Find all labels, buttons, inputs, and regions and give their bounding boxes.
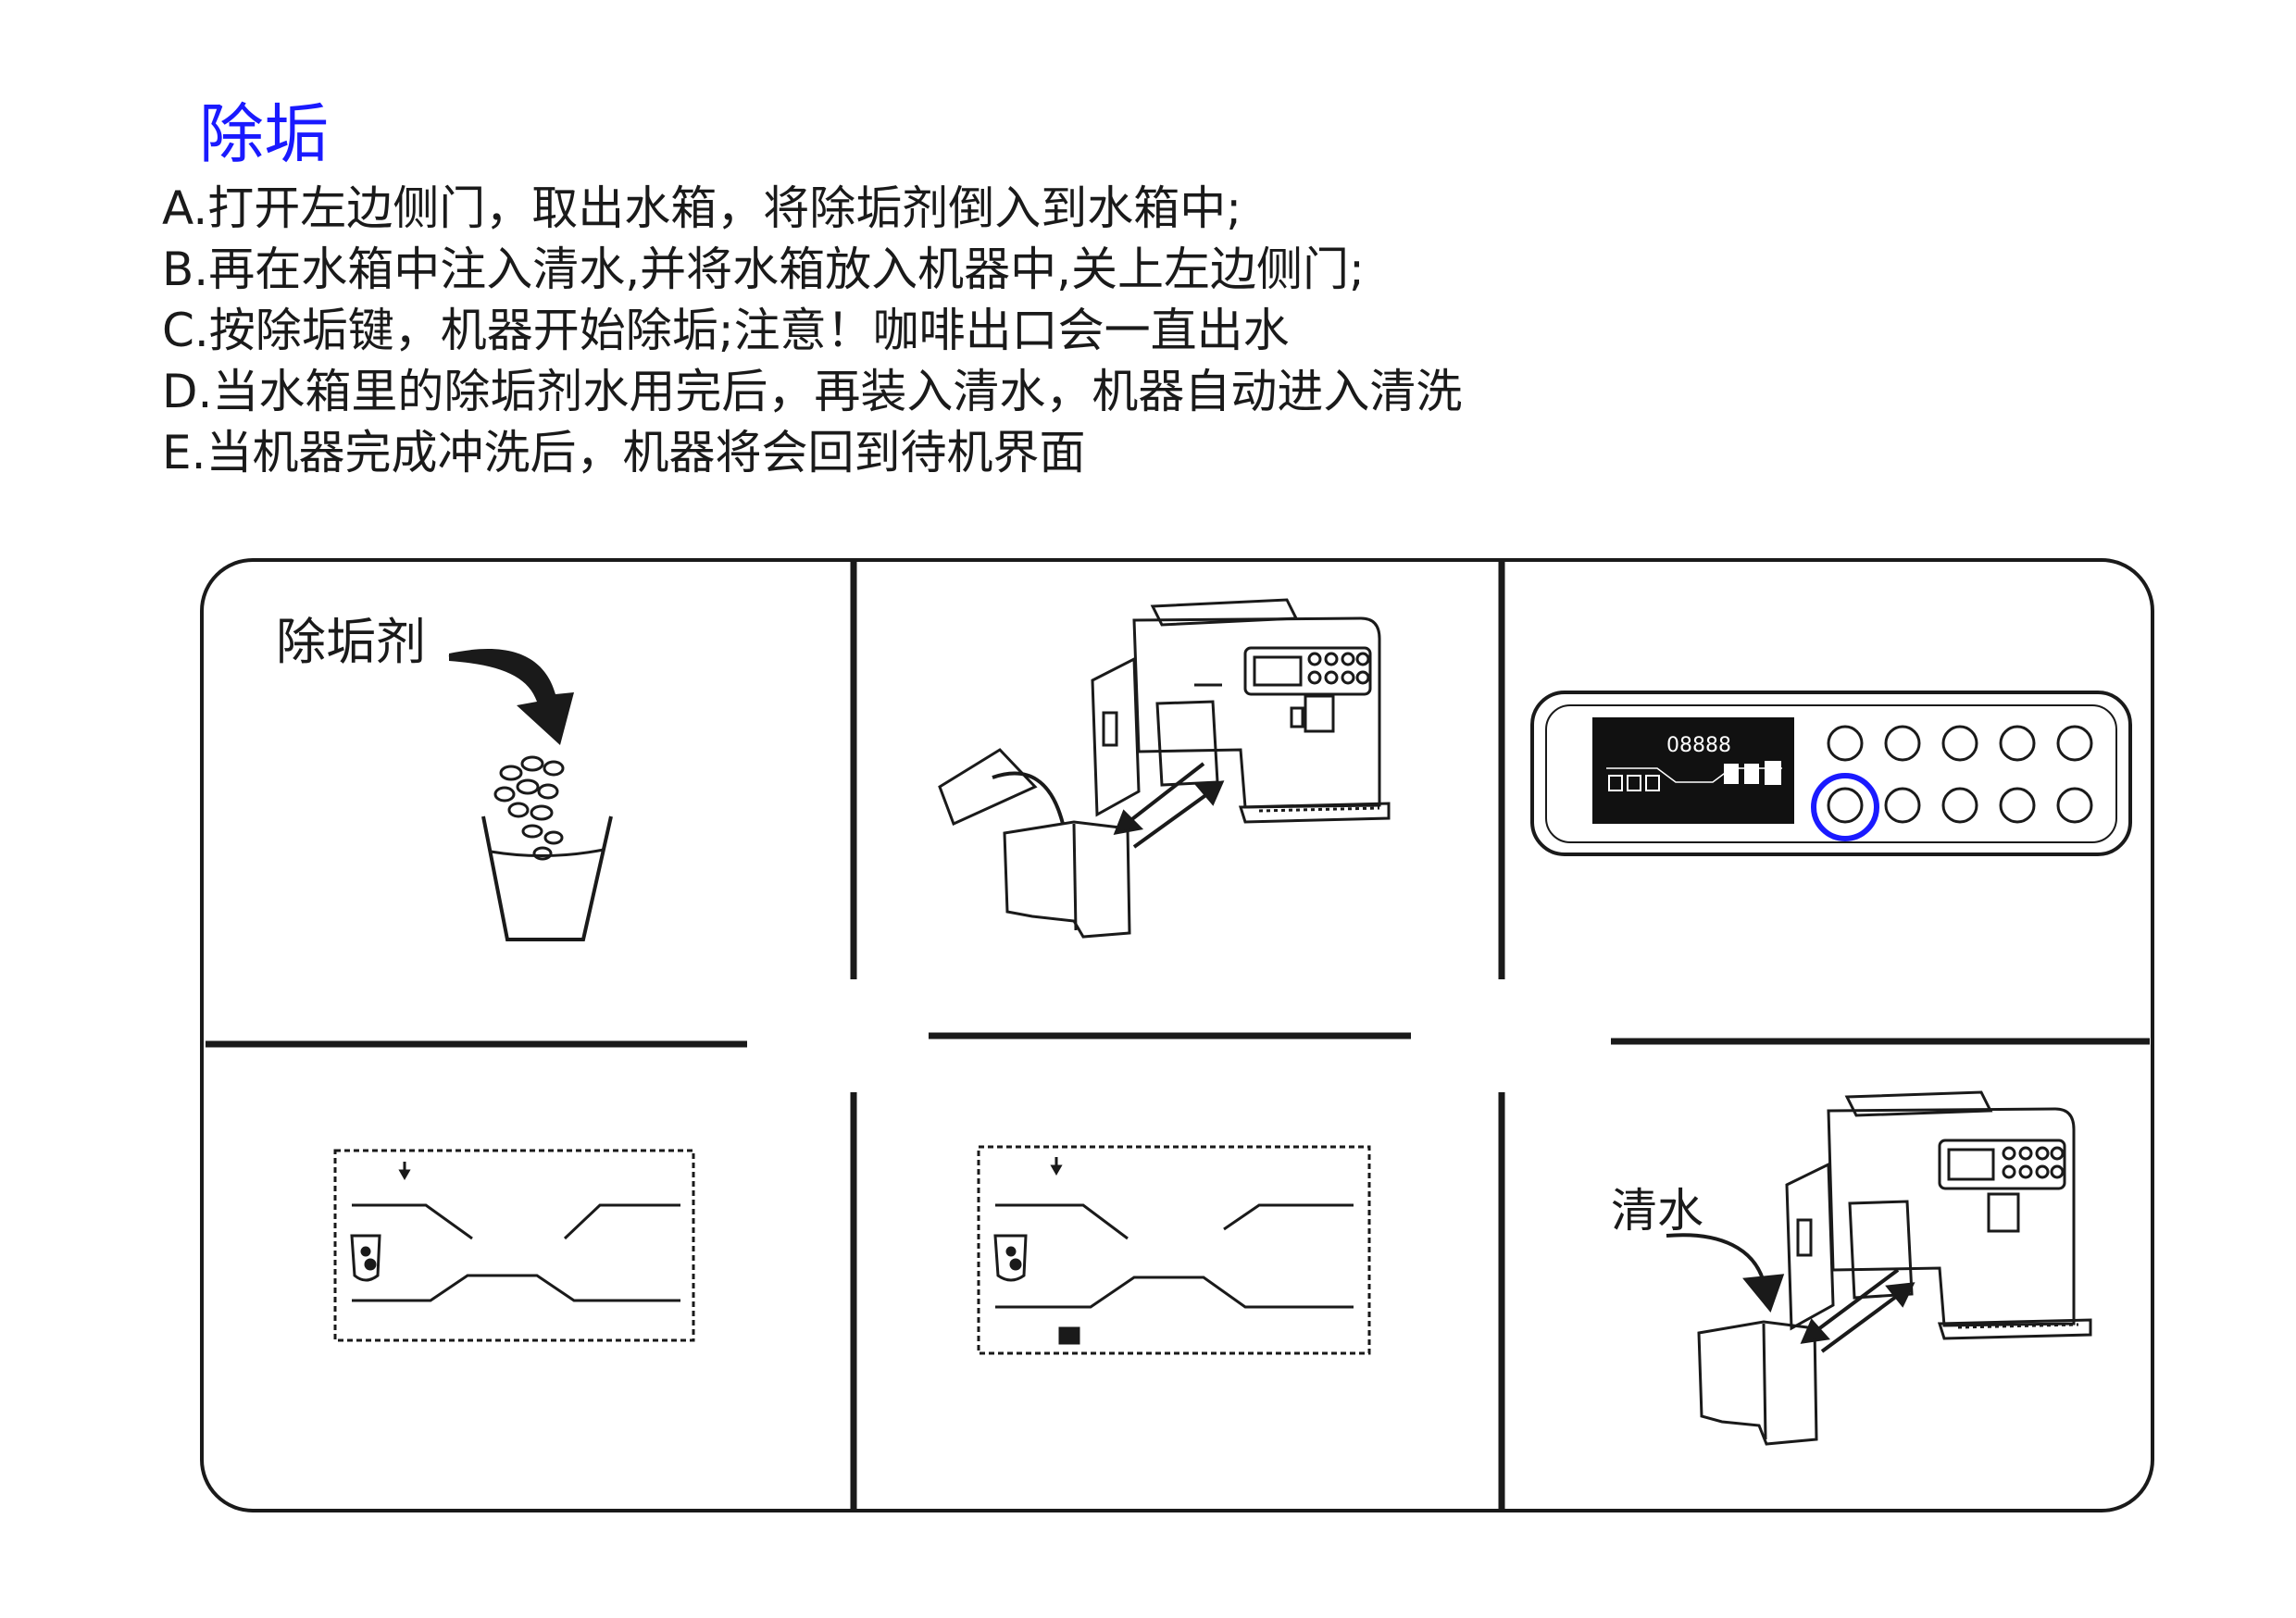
diagram-frame [200, 558, 2154, 1512]
coffee-machine-icon [1132, 616, 1381, 809]
panel-display-descaling [333, 1149, 695, 1342]
panel-dividers [206, 561, 2150, 1509]
page-title: 除垢 [199, 96, 329, 172]
panel-display-rinse [977, 1145, 1371, 1355]
step-b: B.再在水箱中注入清水,并将水箱放入机器中,关上左边侧门; [162, 243, 1365, 296]
panel-remove-tank [938, 598, 1391, 939]
display-readout: 08888 [1666, 734, 1731, 757]
panel-buttons [1827, 725, 2093, 824]
display-screen [1592, 717, 1794, 824]
drop-cup-icon [350, 1234, 381, 1282]
step-c: C.按除垢键，机器开始除垢;注意！咖啡出口会一直出水 [162, 304, 1290, 357]
panel-control-panel: 08888 [1530, 691, 2132, 856]
descaler-drops [493, 755, 565, 861]
panel-refill-water [1666, 1090, 2092, 1446]
cup-icon [481, 815, 613, 941]
step-d: D.当水箱里的除垢剂水用完后，再装入清水，机器自动进入清洗 [162, 365, 1463, 418]
double-arrow-icon [1118, 762, 1205, 830]
tank-icon [1058, 1326, 1080, 1345]
step-a: A.打开左边侧门，取出水箱，将除垢剂倒入到水箱中; [162, 181, 1242, 235]
descaler-label: 除垢剂 [276, 613, 426, 671]
water-label: 清水 [1611, 1184, 1703, 1238]
step-e: E.当机器完成冲洗后，机器将会回到待机界面 [162, 426, 1086, 479]
instruction-steps: A.打开左边侧门，取出水箱，将除垢剂倒入到水箱中; B.再在水箱中注入清水,并将… [162, 178, 1462, 483]
descale-button-highlight [1811, 773, 1879, 841]
water-tank-icon [1003, 820, 1131, 939]
panel-descaler-pour: 除垢剂 [276, 613, 613, 941]
